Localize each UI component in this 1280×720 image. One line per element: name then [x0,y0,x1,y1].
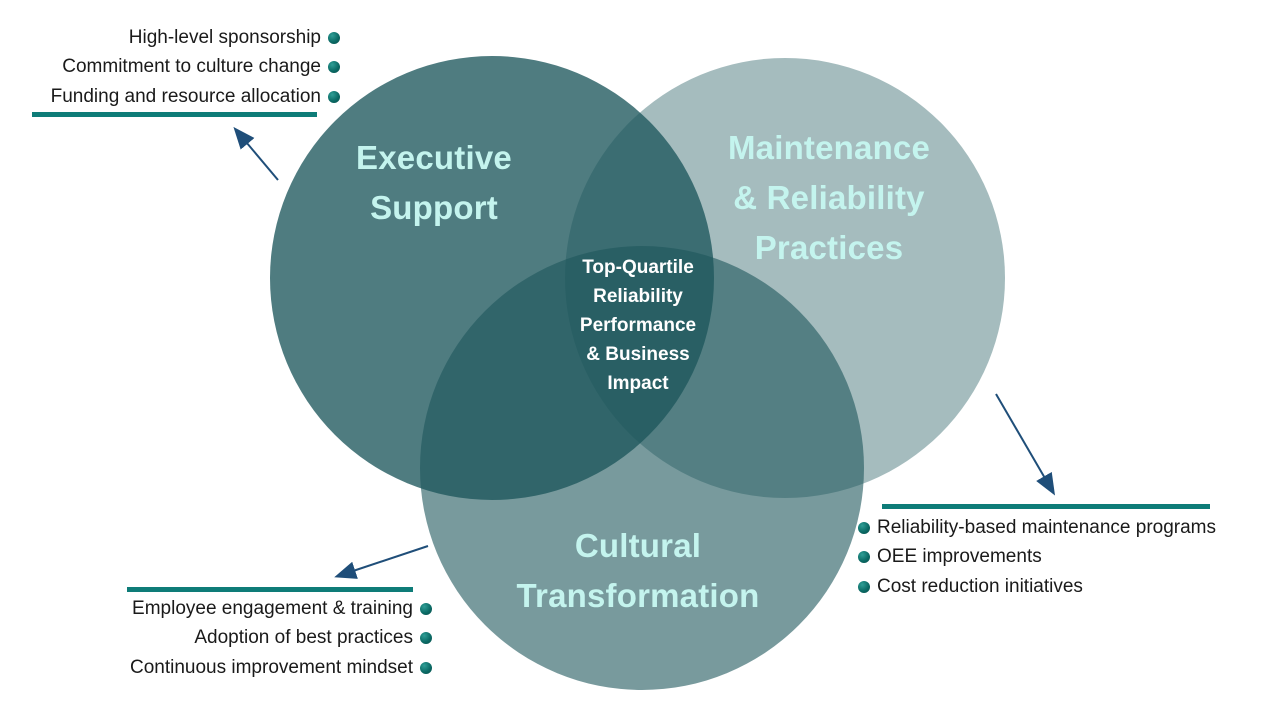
callout-item: Cost reduction initiatives [858,572,1278,602]
callout-item: Adoption of best practices [12,624,432,654]
bullet-icon [420,632,432,645]
accent-underline-cultural [127,587,413,592]
callout-item: Commitment to culture change [0,53,340,83]
maintenance-reliability-label: Maintenance & Reliability Practices [727,129,931,266]
accent-underline-executive [32,112,317,117]
bullet-icon [328,61,340,74]
callout-item: OEE improvements [858,543,1278,573]
callout-item-label: Employee engagement & training [132,597,413,619]
bullet-icon [420,661,432,674]
bullet-icon [858,521,870,534]
arrow-connector-cultural [334,545,429,579]
callout-item: Continuous improvement mindset [12,653,432,683]
callout-item: Reliability-based maintenance programs [858,513,1278,543]
callout-item-label: High-level sponsorship [128,26,321,48]
callout-item: Employee engagement & training [12,594,432,624]
callout-item-label: Cost reduction initiatives [877,575,1083,597]
callout-item-label: OEE improvements [877,546,1042,568]
bullet-icon [328,31,340,44]
callout-item-label: Funding and resource allocation [50,85,321,107]
callout-item-label: Commitment to culture change [62,56,321,78]
callout-item: High-level sponsorship [0,23,340,53]
arrow-connector-maintenance [995,393,1056,496]
cultural-transformation-circle [420,246,864,690]
callout-item: Funding and resource allocation [0,82,340,112]
executive-support-label: Executive Support [356,139,512,226]
cultural-transformation-label: Cultural Transformation [516,527,760,614]
bullet-icon [858,551,870,564]
accent-underline-maintenance [882,504,1210,509]
callout-cultural-transformation: Employee engagement & training Adoption … [12,594,432,683]
bullet-icon [858,580,870,593]
callout-executive-support: High-level sponsorship Commitment to cul… [0,23,340,112]
bullet-icon [420,602,432,615]
bullet-icon [328,90,340,103]
callout-item-label: Adoption of best practices [194,627,413,649]
callout-maintenance-reliability: Reliability-based maintenance programs O… [858,513,1278,602]
callout-item-label: Continuous improvement mindset [129,656,413,678]
arrow-connector-executive [233,126,279,181]
center-intersection-label: Top-Quartile Reliability Performance & B… [579,257,697,394]
callout-item-label: Reliability-based maintenance programs [877,516,1217,538]
